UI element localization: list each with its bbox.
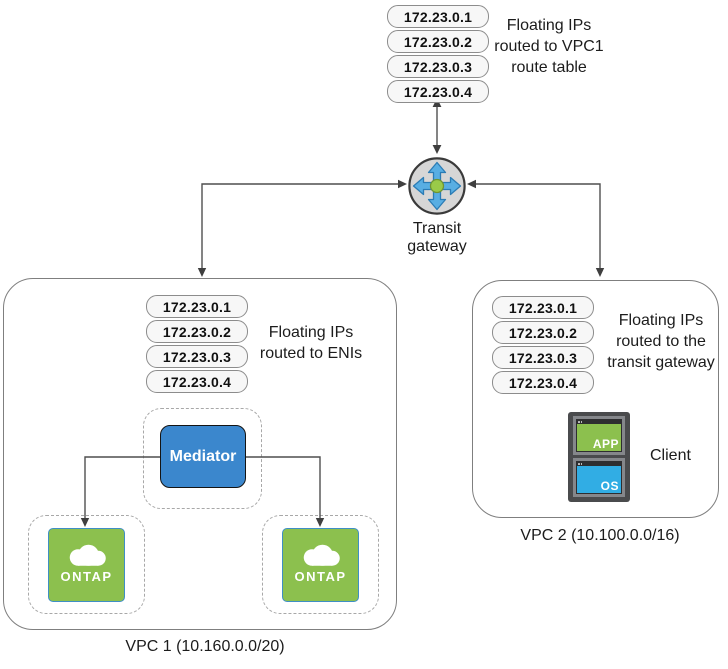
ip-pill: 172.23.0.1 — [387, 5, 489, 28]
ontap-label: ONTAP — [294, 569, 347, 584]
window-titlebar — [577, 462, 621, 466]
client-label: Client — [650, 447, 691, 464]
vpc2-label: VPC 2 (10.100.0.0/16) — [520, 527, 680, 544]
ip-pill: 172.23.0.3 — [146, 345, 248, 368]
cloud-icon — [303, 544, 340, 566]
ip-pill: 172.23.0.2 — [492, 321, 594, 344]
ontap-left-dashed-box — [28, 515, 145, 614]
floating-ip-stack-vpc1: 172.23.0.1 172.23.0.2 172.23.0.3 172.23.… — [146, 295, 248, 393]
mediator-node: Mediator — [160, 425, 246, 488]
arrow-mediator-to-ontap-right — [244, 456, 325, 527]
floating-ip-stack-top: 172.23.0.1 172.23.0.2 172.23.0.3 172.23.… — [387, 5, 489, 103]
ip-pill: 172.23.0.1 — [146, 295, 248, 318]
transit-gateway-icon — [408, 157, 466, 215]
mediator-dashed-box — [143, 408, 262, 509]
connector-gateway-to-vpc1 — [197, 179, 407, 277]
cloud-icon — [69, 544, 106, 566]
client-computer-icon: APP OS — [568, 412, 630, 502]
caption-vpc1-floating-ips: Floating IPs routed to ENIs — [259, 324, 363, 362]
ip-pill: 172.23.0.3 — [492, 346, 594, 369]
vpc1-box — [3, 278, 397, 630]
os-window-icon: OS — [573, 458, 625, 497]
caption-top-floating-ips: Floating IPs routed to VPC1 route table — [494, 17, 604, 76]
floating-ip-stack-vpc2: 172.23.0.1 172.23.0.2 172.23.0.3 172.23.… — [492, 296, 594, 394]
arrow-ips-to-gateway — [432, 98, 442, 154]
ontap-node-right: ONTAP — [282, 528, 359, 602]
window-titlebar — [577, 420, 621, 424]
arrow-mediator-to-ontap-left — [80, 456, 160, 527]
ip-pill: 172.23.0.4 — [146, 370, 248, 393]
ontap-label: ONTAP — [60, 569, 113, 584]
ip-pill: 172.23.0.4 — [387, 80, 489, 103]
vpc1-label: VPC 1 (10.160.0.0/20) — [125, 638, 285, 655]
ip-pill: 172.23.0.2 — [387, 30, 489, 53]
os-label: OS — [600, 479, 619, 493]
app-label: APP — [592, 437, 619, 451]
ip-pill: 172.23.0.4 — [492, 371, 594, 394]
mediator-label: Mediator — [169, 447, 237, 465]
ontap-node-left: ONTAP — [48, 528, 125, 602]
ip-pill: 172.23.0.2 — [146, 320, 248, 343]
transit-gateway-label: Transit gateway — [407, 220, 467, 255]
vpc2-box — [472, 280, 719, 518]
ip-pill: 172.23.0.1 — [492, 296, 594, 319]
caption-vpc2-floating-ips: Floating IPs routed to the transit gatew… — [607, 312, 715, 371]
ip-pill: 172.23.0.3 — [387, 55, 489, 78]
connector-gateway-to-vpc2 — [467, 179, 605, 277]
app-window-icon: APP — [573, 416, 625, 455]
